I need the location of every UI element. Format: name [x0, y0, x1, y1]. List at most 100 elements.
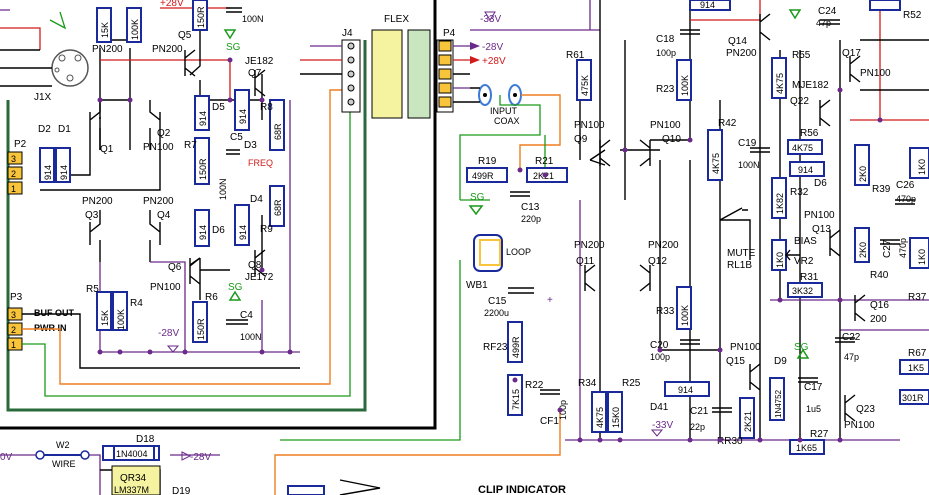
- r42-value: 4K75: [711, 153, 721, 174]
- d2-value: 914: [43, 165, 53, 180]
- r33-ref: R33: [656, 306, 675, 317]
- d41-ref: D41: [650, 402, 669, 413]
- c18-ref: C18: [656, 34, 675, 45]
- transistor-symbols: [99, 13, 866, 422]
- c5-value: 100N: [218, 178, 228, 200]
- c20-value: 100p: [650, 352, 670, 362]
- d19-ref: D19: [172, 486, 191, 495]
- r5-value: 15K: [100, 310, 110, 326]
- bias-label: BIAS: [794, 236, 817, 247]
- qr34-ref: QR34: [120, 473, 147, 484]
- r52-ref: R52: [903, 10, 922, 21]
- p2-pin-1: 1: [11, 184, 16, 194]
- rr30-value: 2K21: [743, 411, 753, 432]
- r37-ref: R37: [908, 292, 927, 303]
- q6-ref: Q6: [168, 262, 182, 273]
- r56-value: 4K75: [792, 143, 813, 153]
- d4-value: 914: [238, 225, 248, 240]
- p2-pin-2: 2: [11, 169, 16, 179]
- q11-type: PN200: [574, 240, 605, 251]
- r33-value: 100K: [680, 305, 690, 326]
- mute-relay: MUTE RL1B: [719, 207, 756, 271]
- r39-ref: R39: [872, 184, 891, 195]
- c15-plus: +: [547, 295, 553, 306]
- d3-value: 914: [238, 109, 248, 124]
- r22-ref: R22: [525, 380, 544, 391]
- r22-value: 7K15: [511, 389, 521, 410]
- q13-type: PN100: [804, 210, 835, 221]
- cf1-ref: CF1: [540, 416, 559, 427]
- r34-ref: R34: [578, 378, 597, 389]
- d3-ref: D3: [244, 140, 257, 151]
- r61-ref: R61: [566, 50, 585, 61]
- q5-ref: Q5: [178, 30, 192, 41]
- r31-ref: R31: [800, 272, 819, 283]
- r34-value: 4K75: [595, 407, 605, 428]
- q23-type: PN100: [844, 420, 875, 431]
- c24-value: 47p: [816, 18, 831, 28]
- c19-ref: C19: [738, 138, 757, 149]
- r27-ref: R27: [810, 429, 829, 440]
- sg-label-top: SG: [226, 42, 241, 53]
- input-coax: INPUT COAX: [459, 84, 561, 200]
- q9-type: PN100: [574, 120, 605, 131]
- q3-ref: Q3: [85, 210, 99, 221]
- signal-ground-symbols: SG SG SG SG: [223, 9, 810, 359]
- rf23-value: 499R: [511, 336, 521, 358]
- q1-ref: Q1: [100, 144, 114, 155]
- q2-type: PN100: [143, 142, 174, 153]
- r55-ref: R55: [792, 50, 811, 61]
- c26-value: 470p: [896, 194, 916, 204]
- r-1k0-bias: 1K0: [775, 252, 785, 268]
- c17-ref: C17: [804, 382, 823, 393]
- d4-ref: D4: [250, 194, 263, 205]
- r4-value: 100K: [116, 309, 126, 330]
- r6-value: 150R: [196, 318, 206, 340]
- p4-label: P4: [443, 28, 456, 39]
- r31-value: 3K32: [792, 286, 813, 296]
- r-100k-top: 100K: [130, 19, 140, 40]
- board-edge-outline: [6, 40, 367, 412]
- clip-indicator-title: CLIP INDICATOR: [478, 484, 566, 495]
- rail-dc-in: 0V: [0, 452, 13, 463]
- q3-type: PN200: [82, 196, 113, 207]
- c18-value: 100p: [656, 48, 676, 58]
- q7-type: JE182: [245, 56, 274, 67]
- r27-value: 1K65: [796, 443, 817, 453]
- q1-type: PN200: [92, 44, 123, 55]
- d9-value: 1N4752: [774, 389, 783, 418]
- r4-ref: R4: [130, 298, 143, 309]
- sg-label-c4: SG: [228, 282, 243, 293]
- r25-value: 15K0: [611, 407, 621, 428]
- q4-ref: Q4: [157, 210, 171, 221]
- r-15k-top: 15K: [100, 22, 110, 38]
- q22-type: MJE182: [792, 80, 829, 91]
- cf1-value: 100p: [558, 400, 568, 420]
- c-top-value: 100N: [242, 14, 264, 24]
- bias-pot: BIAS VR2: [785, 236, 817, 267]
- c24-ref: C24: [818, 6, 837, 17]
- d6-ref: D6: [212, 225, 225, 236]
- r21-ref: R21: [535, 156, 554, 167]
- buf-out-label: BUF OUT: [34, 308, 74, 318]
- w2-label: W2: [56, 440, 70, 450]
- d5-ref: D5: [212, 102, 225, 113]
- q8-ref: Q8: [248, 260, 262, 271]
- c21-ref: C21: [690, 406, 709, 417]
- q22-ref: Q22: [790, 96, 809, 107]
- r39-value: 2K0: [858, 166, 868, 182]
- resistor-group-left: [96, 0, 568, 416]
- q6-type: PN100: [150, 282, 181, 293]
- r7-ref: R7: [184, 140, 197, 151]
- sg-label-input: SG: [470, 192, 485, 203]
- r32-ref: R32: [790, 187, 809, 198]
- q17-type: PN100: [860, 68, 891, 79]
- q23-ref: Q23: [856, 404, 875, 415]
- p3-pin-2: 2: [11, 325, 16, 335]
- d1-value: 914: [59, 165, 69, 180]
- r40-value: 2K0: [858, 242, 868, 258]
- p3-pin-3: 3: [11, 310, 16, 320]
- q7-ref: Q7: [248, 68, 262, 79]
- d6-left-value: 914: [198, 225, 208, 240]
